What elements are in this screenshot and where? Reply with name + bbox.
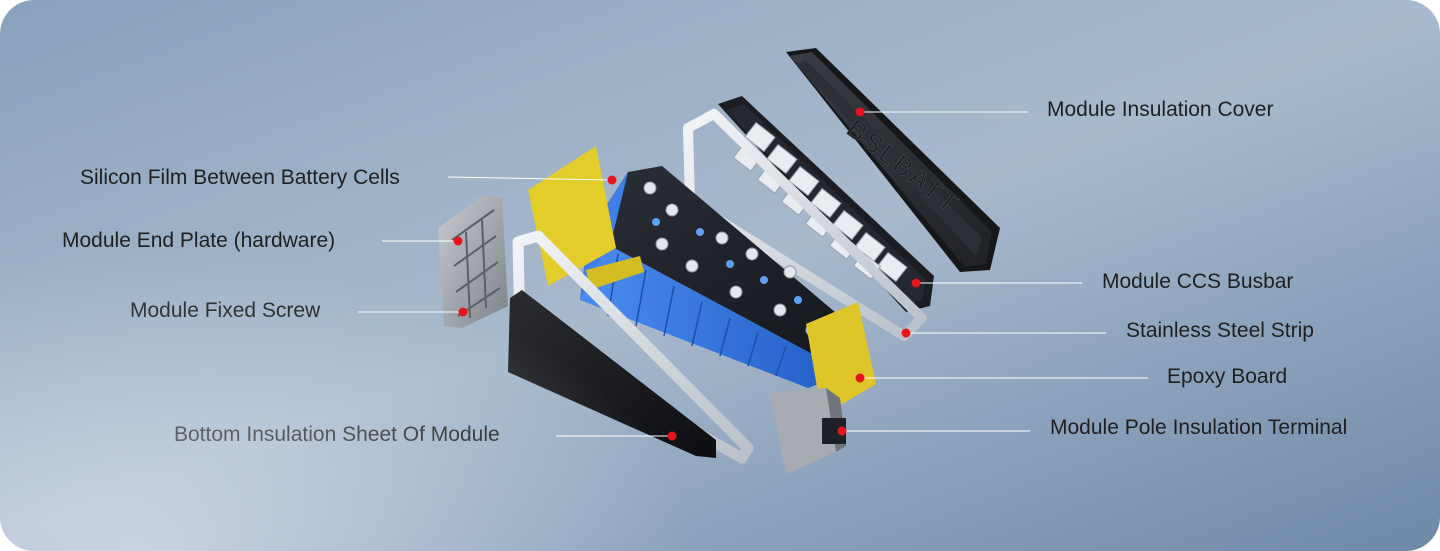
marker-end-plate (453, 236, 463, 246)
label-ccs-busbar: Module CCS Busbar (1102, 270, 1294, 293)
label-fixed-screw: Module Fixed Screw (130, 299, 321, 322)
marker-epoxy-board (855, 373, 865, 383)
module-end-plate (438, 194, 508, 328)
bottom-insulation-sheet (508, 290, 716, 458)
label-epoxy-board: Epoxy Board (1167, 365, 1288, 388)
leader-line-silicon-film (447, 176, 613, 181)
marker-fixed-screw (458, 307, 468, 317)
label-end-plate: Module End Plate (hardware) (62, 229, 336, 252)
marker-bottom-sheet (667, 431, 677, 441)
label-pole-terminal: Module Pole Insulation Terminal (1050, 416, 1348, 439)
marker-silicon-film (607, 175, 617, 185)
label-insulation-cover: Module Insulation Cover (1047, 98, 1274, 121)
marker-pole-terminal (837, 426, 847, 436)
module-ccs-busbar (718, 96, 934, 312)
leader-lines (358, 111, 1148, 437)
marker-insulation-cover (855, 107, 865, 117)
marker-dots (453, 107, 921, 441)
module-pole-insulation-terminal (770, 388, 846, 474)
marker-ccs-busbar (911, 278, 921, 288)
marker-steel-strip (901, 328, 911, 338)
label-silicon-film: Silicon Film Between Battery Cells (80, 166, 400, 189)
label-steel-strip: Stainless Steel Strip (1126, 319, 1314, 342)
epoxy-board (806, 302, 876, 416)
label-bottom-sheet: Bottom Insulation Sheet Of Module (174, 423, 500, 446)
cover-marking-text: BSLBATT (841, 113, 966, 220)
